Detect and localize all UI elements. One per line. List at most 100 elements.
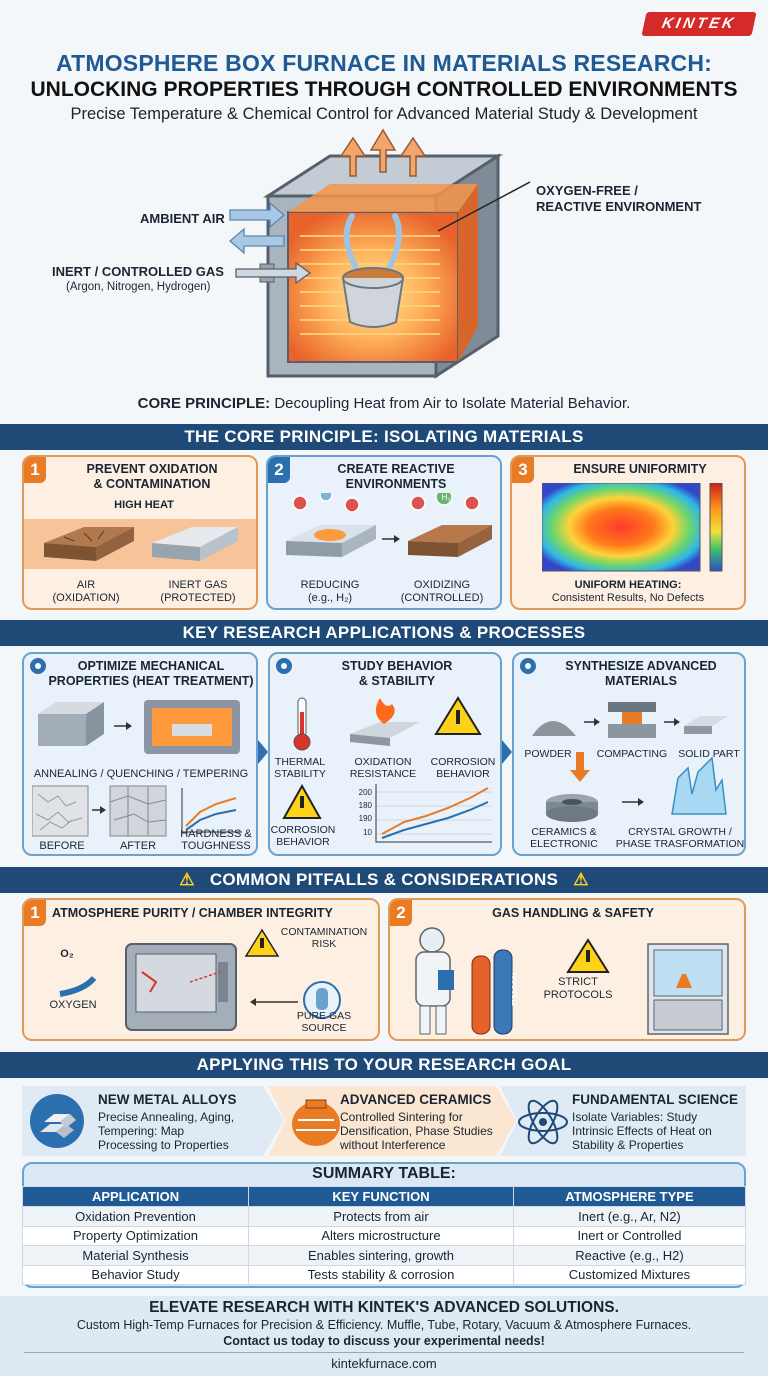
page-title-line2: UNLOCKING PROPERTIES THROUGH CONTROLLED … [30, 78, 738, 101]
strict-label: STRICT [558, 976, 598, 988]
card-title-line2: ENVIRONMENTS [345, 477, 447, 491]
warning-icon: ⚠ [179, 870, 195, 889]
oxidation-resistance-label-2: RESISTANCE [349, 768, 417, 780]
footer-description: Custom High-Temp Furnaces for Precision … [76, 1318, 692, 1332]
goal-desc-1: Controlled Sintering for [340, 1110, 463, 1124]
card-title: GAS HANDLING & SAFETY [492, 906, 654, 920]
corrosion-warning-icon [282, 784, 322, 819]
table-cell: Protects from air [248, 1206, 514, 1227]
pure-gas-label: PURE GAS [296, 1010, 352, 1022]
table-row: Property Optimization Alters microstruct… [21, 1225, 747, 1246]
card-synthesize-materials: SYNTHESIZE ADVANCED MATERIALS POWDER COM… [512, 652, 746, 856]
card-number-badge: 2 [390, 900, 412, 926]
thermal-stability-label-2: STABILITY [274, 768, 326, 780]
pitfalls-heading-text: COMMON PITFALLS & CONSIDERATIONS [209, 870, 559, 889]
furnace-hero-illustration [229, 128, 531, 379]
table-cell: Enables sintering, growth [248, 1245, 514, 1266]
card-title-line1: CREATE REACTIVE [337, 462, 455, 476]
goal-desc-3: without Interference [340, 1138, 446, 1152]
card-title-line2: & STABILITY [358, 674, 436, 688]
footer-panel [0, 1296, 768, 1376]
goal-desc-3: Processing to Properties [98, 1138, 229, 1152]
hardness-label: HARDNESS & [180, 828, 252, 840]
table-row: Oxidation Prevention Protects from air I… [21, 1206, 747, 1227]
annealing-quenching-tempering-label: ANNEALING / QUENCHING / TEMPERING [33, 768, 249, 780]
table-cell: Customized Mixtures [512, 1264, 747, 1285]
reactive-environment-illustration [286, 493, 492, 557]
card-number-badge: 1 [24, 457, 46, 483]
gear-icon [520, 658, 536, 674]
summary-table-title: SUMMARY TABLE: [312, 1165, 456, 1182]
corrosion-behavior-label-b2: BEHAVIOR [276, 836, 330, 848]
card-title-line2: PROPERTIES (HEAT TREATMENT) [48, 674, 254, 688]
card-optimize-mechanical: OPTIMIZE MECHANICAL PROPERTIES (HEAT TRE… [22, 652, 258, 856]
table-header-row: APPLICATION KEY FUNCTION ATMOSPHERE TYPE [21, 1186, 747, 1207]
table-cell: Inert or Controlled [512, 1225, 747, 1246]
page-title-line1: ATMOSPHERE BOX FURNACE IN MATERIALS RESE… [56, 50, 712, 76]
goal-desc-2: Tempering: Map [98, 1124, 185, 1138]
chart-tick: 180 [358, 801, 372, 810]
card-title-line1: OPTIMIZE MECHANICAL [77, 659, 225, 673]
table-cell: Reactive (e.g., H2) [512, 1245, 747, 1266]
oxygen-free-label-1: OXYGEN-FREE / [536, 183, 638, 198]
protected-label: (PROTECTED) [160, 592, 236, 604]
o2-label: O₂ [60, 948, 74, 960]
ambient-air-label: AMBIENT AIR [140, 211, 225, 226]
card-number-badge: 1 [24, 900, 46, 926]
card-study-behavior: STUDY BEHAVIOR & STABILITY THERMAL STABI… [268, 652, 502, 856]
card-title-line1: STUDY BEHAVIOR [341, 659, 453, 673]
corrosion-behavior-label-2: BEHAVIOR [436, 768, 490, 780]
footer-headline: ELEVATE RESEARCH WITH KINTEK'S ADVANCED … [149, 1299, 619, 1316]
chamber-integrity-illustration [59, 928, 341, 1031]
high-heat-label: HIGH HEAT [114, 499, 174, 511]
chart-tick: 10 [363, 828, 372, 837]
stability-line-chart [375, 784, 492, 843]
contamination-label: CONTAMINATION [280, 926, 368, 938]
table-cell: Alters microstructure [248, 1225, 514, 1246]
card-gas-handling: 2 GAS HANDLING & SAFETY NIOOOE11 STRICT … [388, 898, 746, 1041]
ceramics-label: CERAMICS & [531, 826, 597, 838]
oxygen-free-label-2: REACTIVE ENVIRONMENT [536, 199, 702, 214]
oxidizing-controlled-label: (CONTROLLED) [400, 592, 484, 604]
inert-gas-protected-label: INERT GAS [168, 579, 228, 591]
table-header-cell: APPLICATION [21, 1186, 250, 1207]
card-ensure-uniformity: 3 ENSURE UNIFORMITY UNIFORM HEATING: Con… [510, 455, 746, 610]
inert-gas-examples: (Argon, Nitrogen, Hydrogen) [66, 281, 211, 293]
footer-cta[interactable]: Contact us today to discuss your experim… [223, 1334, 545, 1348]
goal-desc-1: Precise Annealing, Aging, [98, 1110, 235, 1124]
inert-gas-label: INERT / CONTROLLED GAS [52, 264, 224, 279]
goal-title: FUNDAMENTAL SCIENCE [572, 1092, 739, 1107]
flow-arrow [502, 740, 512, 764]
goal-desc-3: Stability & Properties [572, 1138, 684, 1152]
goal-desc-2: Intrinsic Effects of Heat on [572, 1124, 712, 1138]
table-cell: Inert (e.g., Ar, N2) [512, 1206, 747, 1227]
card-prevent-oxidation: 1 PREVENT OXIDATION & CONTAMINATION HIGH… [22, 455, 258, 610]
core-principle-line: CORE PRINCIPLE: Decoupling Heat from Air… [0, 395, 768, 412]
card-atmosphere-purity: 1 ATMOSPHERE PURITY / CHAMBER INTEGRITY … [22, 898, 380, 1041]
air-oxidation-label: (OXIDATION) [52, 592, 120, 604]
goal-metal-alloys: NEW METAL ALLOYS Precise Annealing, Agin… [22, 1086, 284, 1156]
uniform-heating-caption: UNIFORM HEATING: [574, 579, 682, 591]
kintek-logo[interactable]: KINTEK [641, 12, 757, 36]
goal-title: ADVANCED CERAMICS [340, 1092, 492, 1107]
crystal-growth-label: CRYSTAL GROWTH / [628, 826, 732, 838]
card-reactive-environments: 2 CREATE REACTIVE ENVIRONMENTS H₂ REDUCI… [266, 455, 502, 610]
uniform-heating-subcaption: Consistent Results, No Defects [551, 592, 705, 604]
synthesis-process-illustration [532, 702, 728, 822]
core-principle-label: CORE PRINCIPLE: [137, 395, 271, 412]
goal-desc-2: Densification, Phase Studies [340, 1124, 493, 1138]
gear-icon [276, 658, 292, 674]
chart-tick: 200 [358, 788, 372, 797]
table-header-cell: KEY FUNCTION [248, 1186, 514, 1207]
corrosion-behavior-label-b: CORROSION [270, 824, 336, 836]
corrosion-behavior-label: CORROSION [430, 756, 496, 768]
section-research-goal-heading: APPLYING THIS TO YOUR RESEARCH GOAL [0, 1052, 768, 1078]
gas-safety-illustration [415, 927, 729, 1035]
microstructure-chart-illustration [32, 785, 242, 837]
footer-url-link[interactable]: kintekfurnace.com [331, 1356, 437, 1371]
thermal-stability-label: THERMAL [274, 756, 326, 768]
metal-ingots-icon [30, 1094, 84, 1148]
source-label: SOURCE [301, 1022, 347, 1034]
summary-table: APPLICATION KEY FUNCTION ATMOSPHERE TYPE… [21, 1186, 747, 1285]
table-cell: Oxidation Prevention [21, 1206, 250, 1227]
